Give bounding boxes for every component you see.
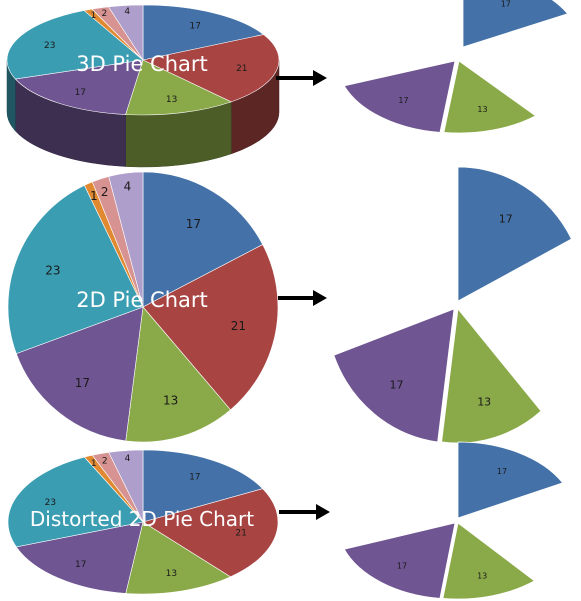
pie-slice-0 [142,449,264,523]
pie-slice-label-5: 1 [90,189,98,203]
exploded-slice-label-1: 13 [477,395,491,408]
exploded-slices-2d: 17 13 17 [333,166,573,444]
pie-slice-3 [14,59,144,115]
exploded-slice-label-0: 17 [499,212,513,225]
pie-slice-label-3: 17 [75,376,90,390]
exploded-slice-0 [462,0,569,48]
pie-slice-label-0: 17 [186,217,201,231]
exploded-slice-2 [343,60,456,133]
pie-slice-label-1: 21 [236,64,247,74]
pie-slice-label-3: 17 [75,88,86,98]
pie-slice-label-2: 13 [166,569,177,579]
pie-slice-2 [125,59,232,116]
pie-slice-7 [108,171,144,308]
exploded-slice-2 [333,308,455,443]
exploded-slice-label-0: 17 [497,467,507,476]
exploded-slice-label-2: 17 [398,96,408,105]
pie-slice-7 [107,4,144,62]
exploded-slice-0 [457,441,564,519]
pie-slice-label-5: 1 [91,459,97,469]
pie-slice-1 [142,34,280,103]
exploded-slices-distorted: 17 13 17 [343,441,564,600]
pie-slice-label-0: 17 [189,473,200,483]
arrow-right-icon [279,504,330,520]
pie-slice-label-3: 17 [75,560,86,570]
exploded-slice-label-2: 17 [390,378,404,391]
pie-slice-7 [108,449,144,523]
pie-slice-1 [142,488,279,578]
exploded-slice-label-1: 13 [477,105,487,114]
pie-slice-4 [7,456,144,548]
pie-slice-0 [142,4,265,61]
exploded-slice-label-1: 13 [477,571,487,580]
exploded-slice-1 [442,522,536,600]
pie-slice-label-2: 13 [163,393,178,407]
pie-slice-3 [15,521,144,594]
pie-slice-0 [142,171,264,308]
pie-slice-label-1: 21 [231,319,246,333]
pie-slice-label-6: 2 [102,9,108,19]
pie-slice-4 [7,184,144,355]
chart-title-distorted: Distorted 2D Pie Chart [30,507,254,531]
exploded-slice-2 [343,522,456,599]
exploded-slice-0 [457,166,573,302]
pie-slice-label-7: 4 [125,454,131,464]
pie-slice-label-6: 2 [101,185,109,199]
exploded-slice-1 [441,308,542,444]
pie-slice-label-4: 23 [45,498,56,508]
pie-slice-label-5: 1 [91,11,97,21]
pie-slice-label-0: 17 [189,21,200,31]
pie-slice-1 [142,244,279,411]
chart-title-2d: 2D Pie Chart [76,288,208,312]
pie-slice-3 [15,306,144,442]
chart-title-3d: 3D Pie Chart [76,52,208,76]
arrow-right-icon [278,290,327,306]
exploded-slice-label-2: 17 [397,562,407,571]
exploded-slices-3d: 17 13 17 [343,0,569,134]
pie-slice-2 [125,306,231,443]
pie-slice-4 [6,10,144,80]
pie-slice-label-1: 21 [235,528,246,538]
pie-slice-label-2: 13 [166,95,177,105]
exploded-slice-1 [443,60,537,134]
arrow-right-icon [276,70,327,86]
pie-slice-label-4: 23 [44,41,55,51]
pie-slice-2 [125,521,232,595]
pie-slice-label-6: 2 [102,457,108,467]
pie-slice-label-7: 4 [124,180,132,194]
pie-slice-label-4: 23 [45,264,60,278]
pie-slice-label-7: 4 [124,7,130,17]
exploded-slice-label-0: 17 [501,0,511,9]
